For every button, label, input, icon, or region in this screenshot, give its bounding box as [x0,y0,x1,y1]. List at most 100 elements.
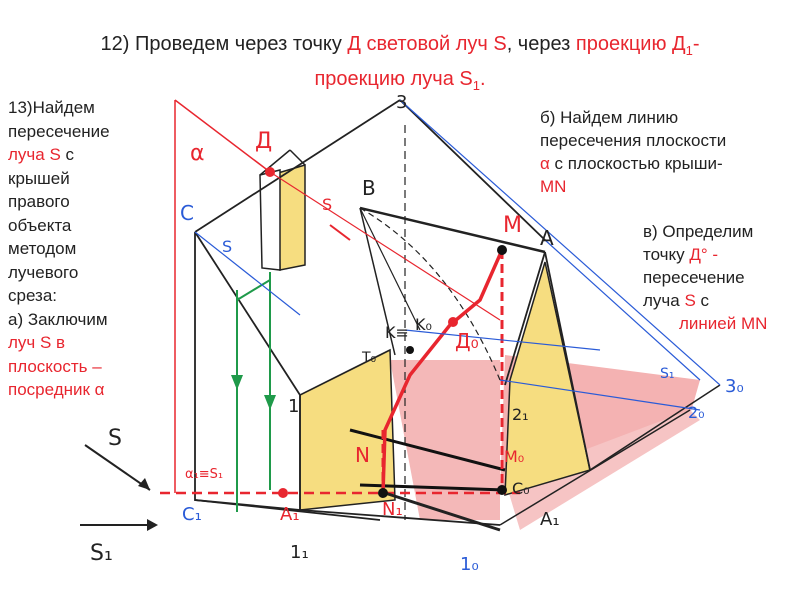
title-part3: , через [506,33,576,55]
label-D: Д [255,129,272,154]
right-note-b-line2: пересечения плоскости [540,131,727,150]
label-3-0: 3₀ [725,376,744,397]
shadow-area-floor [505,410,700,530]
legend-arrow-S [84,444,151,491]
legend-label-S: S [108,426,122,451]
cut-line-1 [349,428,506,472]
left-note: 13)Найдем пересечение луча S с крышей пр… [8,96,158,402]
right-note-b-alpha: α [540,154,550,173]
point-K [406,346,414,354]
right-note-v-line2b: Д° - [689,245,719,264]
title-part5: - [692,33,700,55]
title-line2-end: . [479,68,486,90]
chimney-face [277,163,306,271]
chimney-side [259,169,281,271]
point-C0 [497,485,507,495]
roof-slope-mid [359,207,421,331]
label-M0: M₀ [504,447,524,466]
green-arrow-1 [231,375,243,390]
label-A1-left: A₁ [280,504,300,525]
right-note-v-line4c: с [695,291,710,310]
left-note-line3-red: луча S [8,145,61,164]
right-note-b-line1: б) Найдем линию [540,108,679,127]
label-A: A [540,226,554,250]
green-connector [236,279,271,301]
roof-slope-left [359,207,396,356]
alpha-plane-top [174,99,271,173]
title-part2: Д световой луч S [347,33,507,55]
label-A1-right: A₁ [540,509,560,530]
right-note-b-line4: MN [540,177,567,196]
label-N: N [355,443,370,467]
blue-ray-2 [399,99,721,386]
label-C0: C₀ [512,479,530,498]
legend-label-S1: S₁ [90,541,113,566]
roof-ridge-left [194,99,401,233]
ray-arrow [329,224,351,241]
title-part1: 12) Проведем через точку [100,33,348,55]
eave-line [299,349,391,396]
left-note-line3: луча S с [8,143,158,167]
label-alpha1-S1: α₁≡S₁ [185,467,223,482]
title-line2-sub: 1 [472,78,480,93]
right-note-v-line1: в) Определим [643,222,754,241]
gable-right-edge [544,251,591,471]
left-note-line1: 13)Найдем [8,98,95,117]
ridge-BA [359,206,546,254]
label-2-1: 2₁ [512,405,529,424]
left-note-line5: правого [8,192,70,211]
label-alpha: α [190,141,205,166]
left-note-line6: объекта [8,215,72,235]
label-D0: Д₀ [455,329,479,353]
point-N1 [378,488,388,498]
label-B: B [362,176,376,200]
left-note-line10: а) Заключим [8,309,108,329]
legend-arrowhead-S [138,478,150,490]
right-note-v-line2: точку Д° - [643,243,793,266]
right-note-v-line4b: S [684,291,696,310]
right-note-v-line5: линией MN [679,314,768,333]
label-S-ray: S [322,195,332,214]
shadow-area-center [390,360,500,520]
left-note-line2: пересечение [8,121,110,141]
left-note-line7: методом [8,239,77,258]
left-note-line11: луч S в [8,333,66,352]
label-1-1: 1₁ [290,542,309,563]
right-note-v-line4: луча S с [643,289,793,312]
title-line2-part1: проекцию луча S [314,68,473,90]
right-note-b-line3: α с плоскостью крыши- [540,152,780,175]
blue-ray-1 [194,231,301,316]
left-note-line9: среза: [8,286,58,305]
label-1: 1 [288,396,299,417]
left-note-line13: посредник α [8,380,105,399]
line-MN [381,249,504,494]
blue-ray-3 [544,239,701,381]
point-A1-left [278,488,288,498]
right-note-v-line3: пересечение [643,268,745,287]
left-note-line3-rest: с [60,145,75,164]
right-note-b: б) Найдем линию пересечения плоскости α … [540,106,780,198]
right-note-v-line4a: луча [643,291,685,310]
page-title: 12) Проведем через точку Д световой луч … [40,30,760,100]
label-M: M [503,213,522,238]
gable-left-edge [504,251,546,386]
blue-ray-4 [404,329,601,351]
label-T0: T₀ [361,350,377,366]
label-C1: C₁ [182,504,202,525]
green-arrow-2 [264,395,276,410]
point-M [497,245,507,255]
right-note-v-line2a: точку [643,245,690,264]
label-N1: N₁ [382,499,403,520]
label-3: 3 [396,92,407,113]
left-note-line12: плоскость – [8,356,102,376]
label-S1-right: S₁ [660,366,675,382]
label-1-0: 1₀ [460,554,479,575]
label-2-0: 2₀ [688,403,705,422]
right-note-v: в) Определим точку Д° - пересечение луча… [643,220,793,335]
title-part4-sub: 1 [685,43,693,58]
shadow-line-3-0 [589,384,721,471]
left-note-line8: лучевого [8,262,79,282]
label-C: C [180,201,194,225]
light-ray-S [269,171,501,321]
